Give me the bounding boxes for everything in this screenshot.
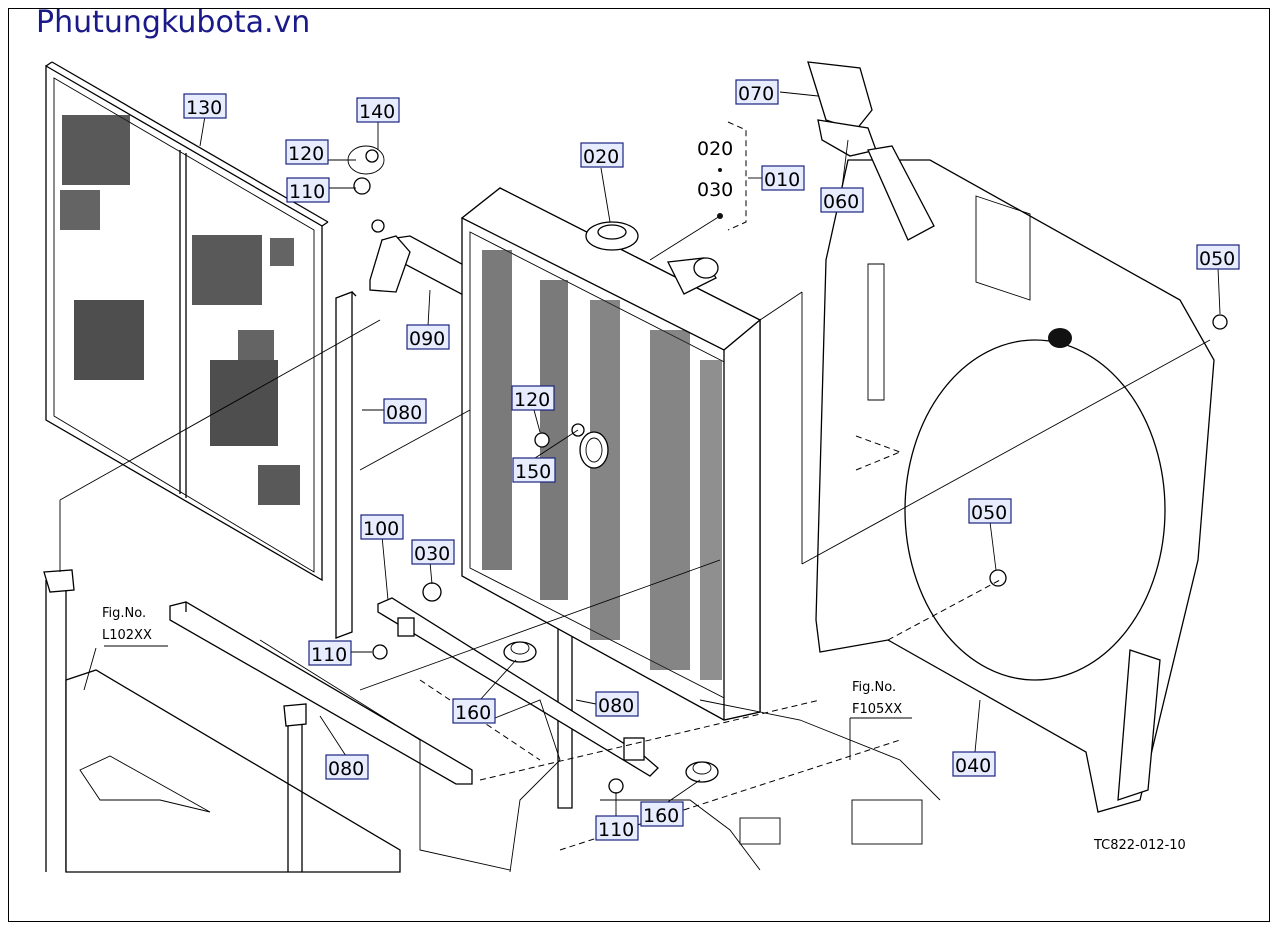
label-020[interactable]: 020 [580,142,624,168]
fig-reference-l102xx[interactable]: Fig.No. L102XX [102,606,152,643]
svg-text:030: 030 [414,543,450,565]
fasteners [347,145,1228,794]
group-label-030: 030 [697,179,733,201]
label-130[interactable]: 130 [183,93,227,119]
label-080[interactable]: 080 [383,398,427,424]
radiator-fins [482,250,722,680]
svg-text:110: 110 [598,819,634,841]
svg-text:L102XX: L102XX [102,628,152,643]
svg-text:130: 130 [186,97,222,119]
svg-text:110: 110 [289,181,325,203]
diagram-frame [8,8,1270,922]
cushions [807,61,935,241]
screen-panel [45,61,329,582]
fig-reference-f105xx[interactable]: Fig.No. F105XX [852,680,902,717]
svg-text:080: 080 [598,695,634,717]
figure-code: TC822-012-10 [1093,838,1186,853]
svg-text:010: 010 [764,169,800,191]
svg-text:060: 060 [823,191,859,213]
label-160[interactable]: 160 [452,698,496,724]
svg-text:140: 140 [359,101,395,123]
svg-text:070: 070 [738,83,774,105]
part-labels: 010 020 030 040 050 050 060 070 080 080 … [183,79,1240,841]
label-110[interactable]: 110 [308,640,352,666]
label-110[interactable]: 110 [595,815,639,841]
svg-text:110: 110 [311,644,347,666]
svg-text:100: 100 [363,518,399,540]
label-150[interactable]: 150 [512,457,556,483]
label-050[interactable]: 050 [968,498,1012,524]
svg-text:160: 160 [643,805,679,827]
label-100[interactable]: 100 [360,514,404,540]
label-030[interactable]: 030 [411,539,455,565]
label-070[interactable]: 070 [735,79,779,105]
svg-text:080: 080 [328,758,364,780]
radiator [460,187,762,721]
label-040[interactable]: 040 [952,751,996,777]
label-080[interactable]: 080 [595,691,639,717]
svg-text:040: 040 [955,755,991,777]
svg-text:020: 020 [583,146,619,168]
svg-text:F105XX: F105XX [852,702,902,717]
svg-text:050: 050 [971,502,1007,524]
label-120[interactable]: 120 [511,385,555,411]
svg-text:150: 150 [515,461,551,483]
label-080[interactable]: 080 [325,754,369,780]
watermark-text: Phutungkubota.vn [36,5,311,40]
svg-text:Fig.No.: Fig.No. [102,606,146,621]
label-140[interactable]: 140 [356,97,400,123]
label-110[interactable]: 110 [286,177,330,203]
svg-text:120: 120 [288,143,324,165]
label-160[interactable]: 160 [640,801,684,827]
label-050[interactable]: 050 [1196,244,1240,270]
label-060[interactable]: 060 [820,187,864,213]
fan-shroud [815,159,1215,813]
svg-text:120: 120 [514,389,550,411]
svg-text:090: 090 [409,328,445,350]
svg-text:080: 080 [386,402,422,424]
leader-lines [59,91,1221,818]
svg-text:Fig.No.: Fig.No. [852,680,896,695]
mesh-texture [60,115,300,505]
svg-text:160: 160 [455,702,491,724]
bracket-100 [377,597,659,777]
label-120[interactable]: 120 [285,139,329,165]
svg-text:050: 050 [1199,248,1235,270]
label-090[interactable]: 090 [406,324,450,350]
label-010[interactable]: 010 [761,165,805,191]
group-label-020: 020 [697,138,733,160]
chassis [43,569,941,873]
